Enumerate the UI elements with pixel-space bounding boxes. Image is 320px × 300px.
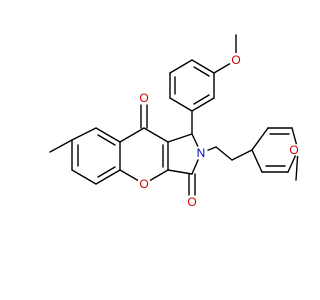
bond-lines: [49, 34, 299, 196]
carbonyl-oxygen-top-label: O: [139, 91, 148, 105]
molecule-structure-diagram: O O O O O N: [49, 34, 300, 209]
methoxy-oxygen-top-label: O: [231, 53, 240, 67]
carbonyl-oxygen-bottom-label: O: [187, 195, 196, 209]
ring-oxygen-label: O: [139, 177, 148, 191]
nitrogen-label: N: [197, 146, 206, 160]
methoxy-oxygen-right-label: O: [289, 143, 298, 157]
atom-labels: O O O O O N: [137, 53, 300, 209]
